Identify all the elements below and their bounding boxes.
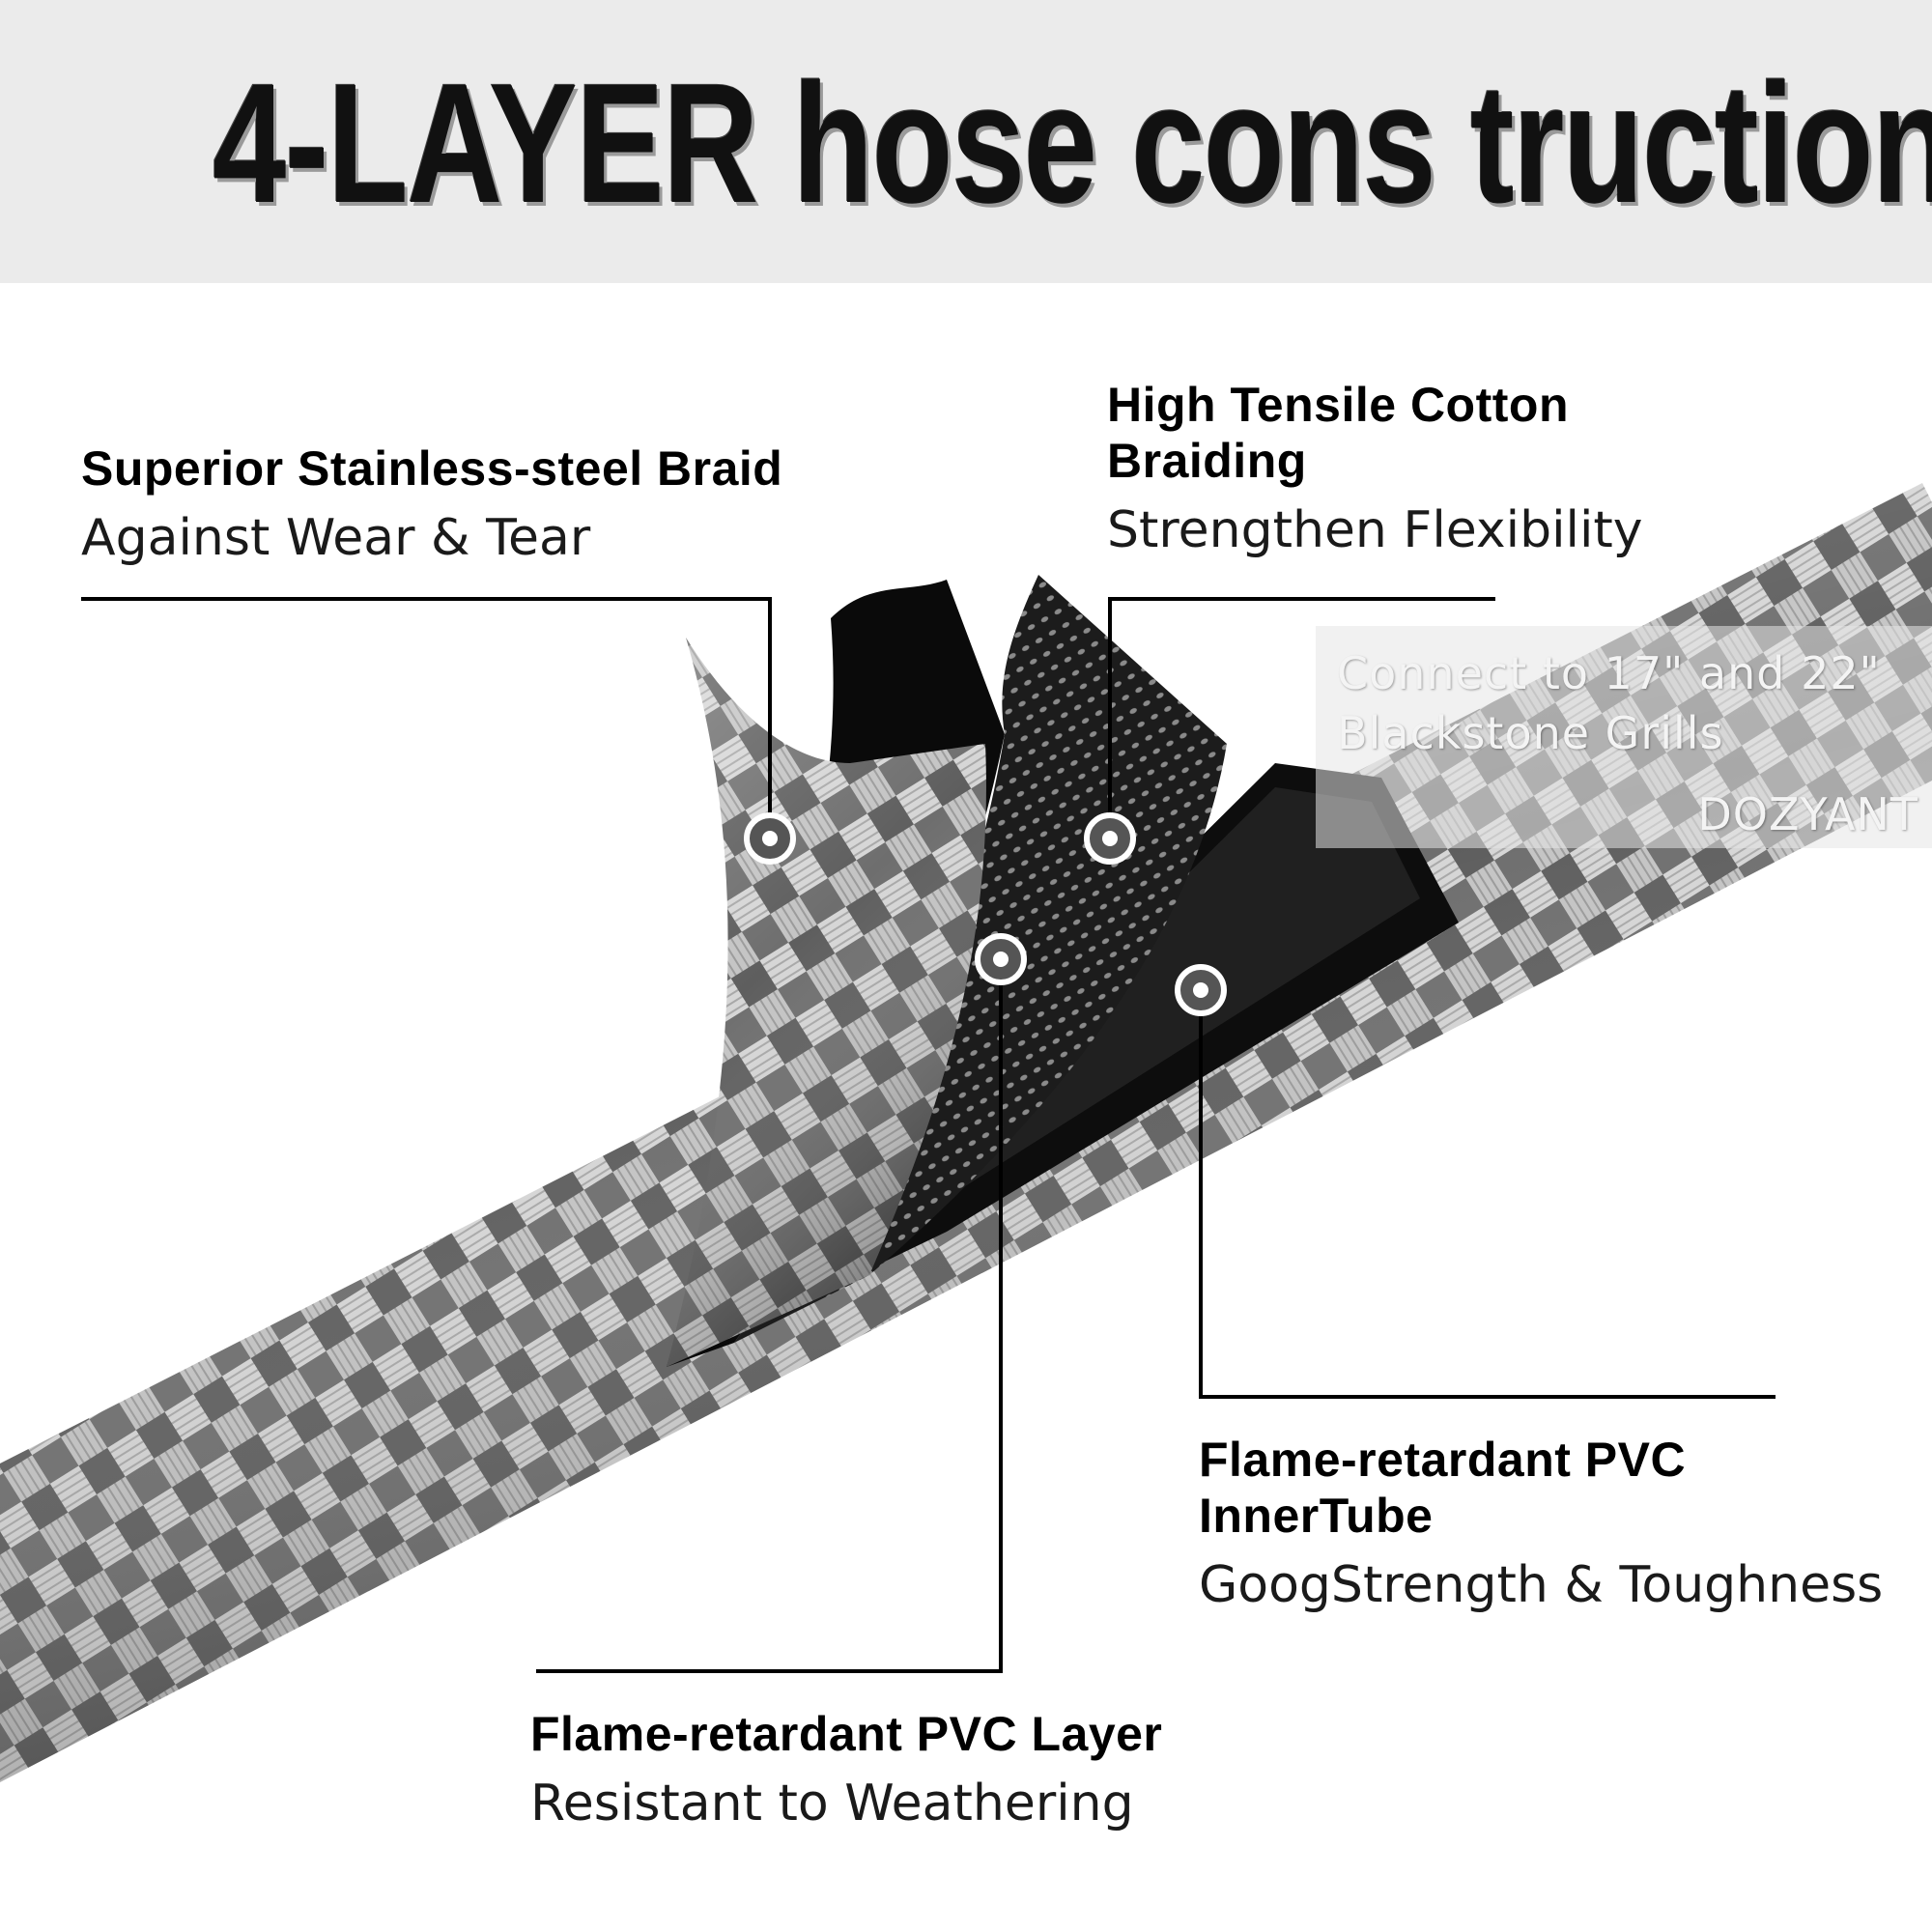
compatibility-line-2: Blackstone Grills <box>1337 707 1724 759</box>
callout-steel-braid: Superior Stainless-steel Braid Against W… <box>81 440 782 572</box>
callout-pvc-layer: Flame-retardant PVC Layer Resistant to W… <box>530 1706 1162 1837</box>
callout-subtitle: Against Wear & Tear <box>81 509 591 567</box>
callout-subtitle: Resistant to Weathering <box>530 1775 1134 1833</box>
callout-title-line2: InnerTube <box>1199 1489 1434 1543</box>
callout-title-line2: Braiding <box>1107 434 1307 488</box>
callout-title: Flame-retardant PVC Layer <box>530 1707 1163 1761</box>
callout-title-line1: High Tensile Cotton <box>1107 378 1569 432</box>
callout-inner-tube: Flame-retardant PVC InnerTube GoogStreng… <box>1199 1432 1883 1619</box>
compatibility-watermark: Connect to 17" and 22" Blackstone Grills… <box>1316 626 1932 848</box>
callout-subtitle: Strengthen Flexibility <box>1107 501 1643 559</box>
callout-subtitle: GoogStrength & Toughness <box>1199 1556 1884 1614</box>
marker-dots <box>744 812 1227 1016</box>
page-title: 4-LAYER hose cons truction <box>213 49 1932 239</box>
callout-cotton-braid: High Tensile Cotton Braiding Strengthen … <box>1107 377 1643 564</box>
leader-lines <box>81 597 1776 1673</box>
compatibility-line-1: Connect to 17" and 22" <box>1337 647 1881 699</box>
callout-title: Superior Stainless-steel Braid <box>81 441 783 496</box>
brand-name: DOZYANT <box>1697 788 1918 840</box>
header-band: 4-LAYER hose cons truction <box>0 0 1932 283</box>
callout-title-line1: Flame-retardant PVC <box>1199 1433 1687 1487</box>
